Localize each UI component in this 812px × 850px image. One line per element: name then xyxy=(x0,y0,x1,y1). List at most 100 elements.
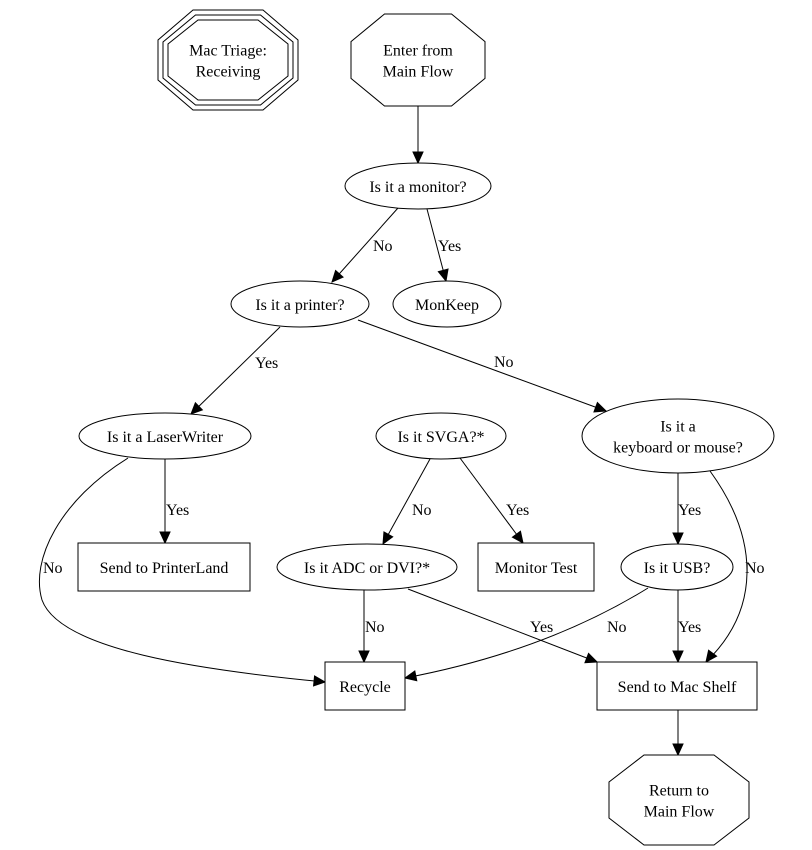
arrowhead-icon xyxy=(511,530,524,544)
arrowhead-icon xyxy=(331,269,344,283)
terminal-octagon xyxy=(608,754,750,846)
node-label: Is it a printer? xyxy=(255,297,344,314)
edge-line xyxy=(404,587,649,679)
edge-line xyxy=(38,457,326,683)
edge-label-no: No xyxy=(373,238,393,255)
decision-ellipse xyxy=(276,543,458,591)
node-macshelf: Send to Mac Shelf xyxy=(596,661,758,711)
edge-label-no: No xyxy=(494,354,514,371)
edge-adcdvi-to-macshelf xyxy=(407,588,599,664)
arrowhead-icon xyxy=(584,652,599,664)
decision-ellipse xyxy=(230,280,370,328)
node-label: Send to PrinterLand xyxy=(100,560,229,577)
edge-laserwriter-to-recycle xyxy=(38,457,327,687)
node-label: Is it a xyxy=(660,419,696,436)
node-printerland: Send to PrinterLand xyxy=(77,542,251,592)
node-svga: Is it SVGA?* xyxy=(375,412,507,460)
edge-adcdvi-to-recycle xyxy=(358,590,370,664)
node-printer: Is it a printer? xyxy=(230,280,370,328)
decision-ellipse xyxy=(620,543,734,591)
edge-printer-to-laserwriter xyxy=(190,326,281,415)
edge-line xyxy=(357,319,607,412)
arrowhead-icon xyxy=(672,743,684,757)
edge-label-yes: Yes xyxy=(530,619,553,636)
process-box xyxy=(324,661,406,711)
node-recycle: Recycle xyxy=(324,661,406,711)
edge-usb-to-recycle xyxy=(403,587,649,682)
decision-ellipse xyxy=(581,398,775,474)
edge-label-no: No xyxy=(745,560,765,577)
edge-line xyxy=(407,588,598,663)
edge-label-yes: Yes xyxy=(438,238,461,255)
edge-label-yes: Yes xyxy=(678,502,701,519)
edge-label-yes: Yes xyxy=(255,355,278,372)
node-label: Receiving xyxy=(196,64,261,81)
node-label: Is it ADC or DVI?* xyxy=(304,560,430,577)
decision-ellipse xyxy=(78,412,252,460)
edge-laserwriter-to-printerland xyxy=(159,459,171,545)
node-usb: Is it USB? xyxy=(620,543,734,591)
node-monitor: Is it a monitor? xyxy=(344,162,492,210)
node-label: keyboard or mouse? xyxy=(613,440,743,457)
arrowhead-icon xyxy=(672,532,684,546)
node-label: Is it SVGA?* xyxy=(397,429,484,446)
edge-svga-to-monitortest xyxy=(459,457,524,544)
edge-monitor-to-monkeep xyxy=(426,208,449,283)
decision-ellipse xyxy=(392,280,502,328)
edge-line xyxy=(705,470,748,663)
edge-printer-to-kbmouse xyxy=(357,319,608,413)
node-adcdvi: Is it ADC or DVI?* xyxy=(276,543,458,591)
edge-label-no: No xyxy=(43,560,63,577)
edge-line xyxy=(382,458,431,545)
node-monkeep: MonKeep xyxy=(392,280,502,328)
arrowhead-icon xyxy=(312,675,327,687)
edge-line xyxy=(459,457,524,544)
arrowhead-icon xyxy=(593,401,608,413)
node-title: Mac Triage: Receiving xyxy=(157,9,299,111)
edge-label-yes: Yes xyxy=(166,502,189,519)
node-label: Send to Mac Shelf xyxy=(618,679,737,696)
edge-line xyxy=(426,208,447,282)
node-label: Enter from xyxy=(383,43,453,60)
arrowhead-icon xyxy=(159,531,171,545)
node-kbmouse: Is it a keyboard or mouse? xyxy=(581,398,775,474)
arrowhead-icon xyxy=(358,650,370,664)
node-label: Return to xyxy=(649,783,709,800)
edge-kbmouse-to-usb xyxy=(672,473,684,546)
edge-label-no: No xyxy=(607,619,627,636)
arrowhead-icon xyxy=(382,531,394,546)
arrowhead-icon xyxy=(672,650,684,664)
edge-line xyxy=(331,207,399,283)
arrowhead-icon xyxy=(190,401,204,415)
edge-svga-to-adcdvi xyxy=(382,458,431,546)
node-label: Mac Triage: xyxy=(189,43,267,60)
edge-line xyxy=(190,326,281,415)
node-label: Recycle xyxy=(339,679,391,696)
edge-usb-to-macshelf xyxy=(672,590,684,664)
arrowhead-icon xyxy=(403,670,418,682)
edge-label-no: No xyxy=(412,502,432,519)
arrowhead-icon xyxy=(412,151,424,165)
node-label: Is it a LaserWriter xyxy=(107,429,224,446)
process-box xyxy=(596,661,758,711)
node-label: Is it a monitor? xyxy=(369,179,466,196)
node-label: Monitor Test xyxy=(495,560,578,577)
edge-monitor-to-printer xyxy=(331,207,399,283)
arrowhead-icon xyxy=(437,268,449,283)
edge-macshelf-to-return xyxy=(672,710,684,757)
title-octagon-ring-3 xyxy=(167,19,289,101)
process-box xyxy=(77,542,251,592)
edges-layer xyxy=(38,106,748,757)
process-box xyxy=(477,542,595,592)
node-laserwriter: Is it a LaserWriter xyxy=(78,412,252,460)
edge-label-yes: Yes xyxy=(678,619,701,636)
node-label: Main Flow xyxy=(383,64,454,81)
decision-ellipse xyxy=(344,162,492,210)
terminal-octagon xyxy=(350,13,486,107)
arrowhead-icon xyxy=(705,649,718,663)
node-monitortest: Monitor Test xyxy=(477,542,595,592)
